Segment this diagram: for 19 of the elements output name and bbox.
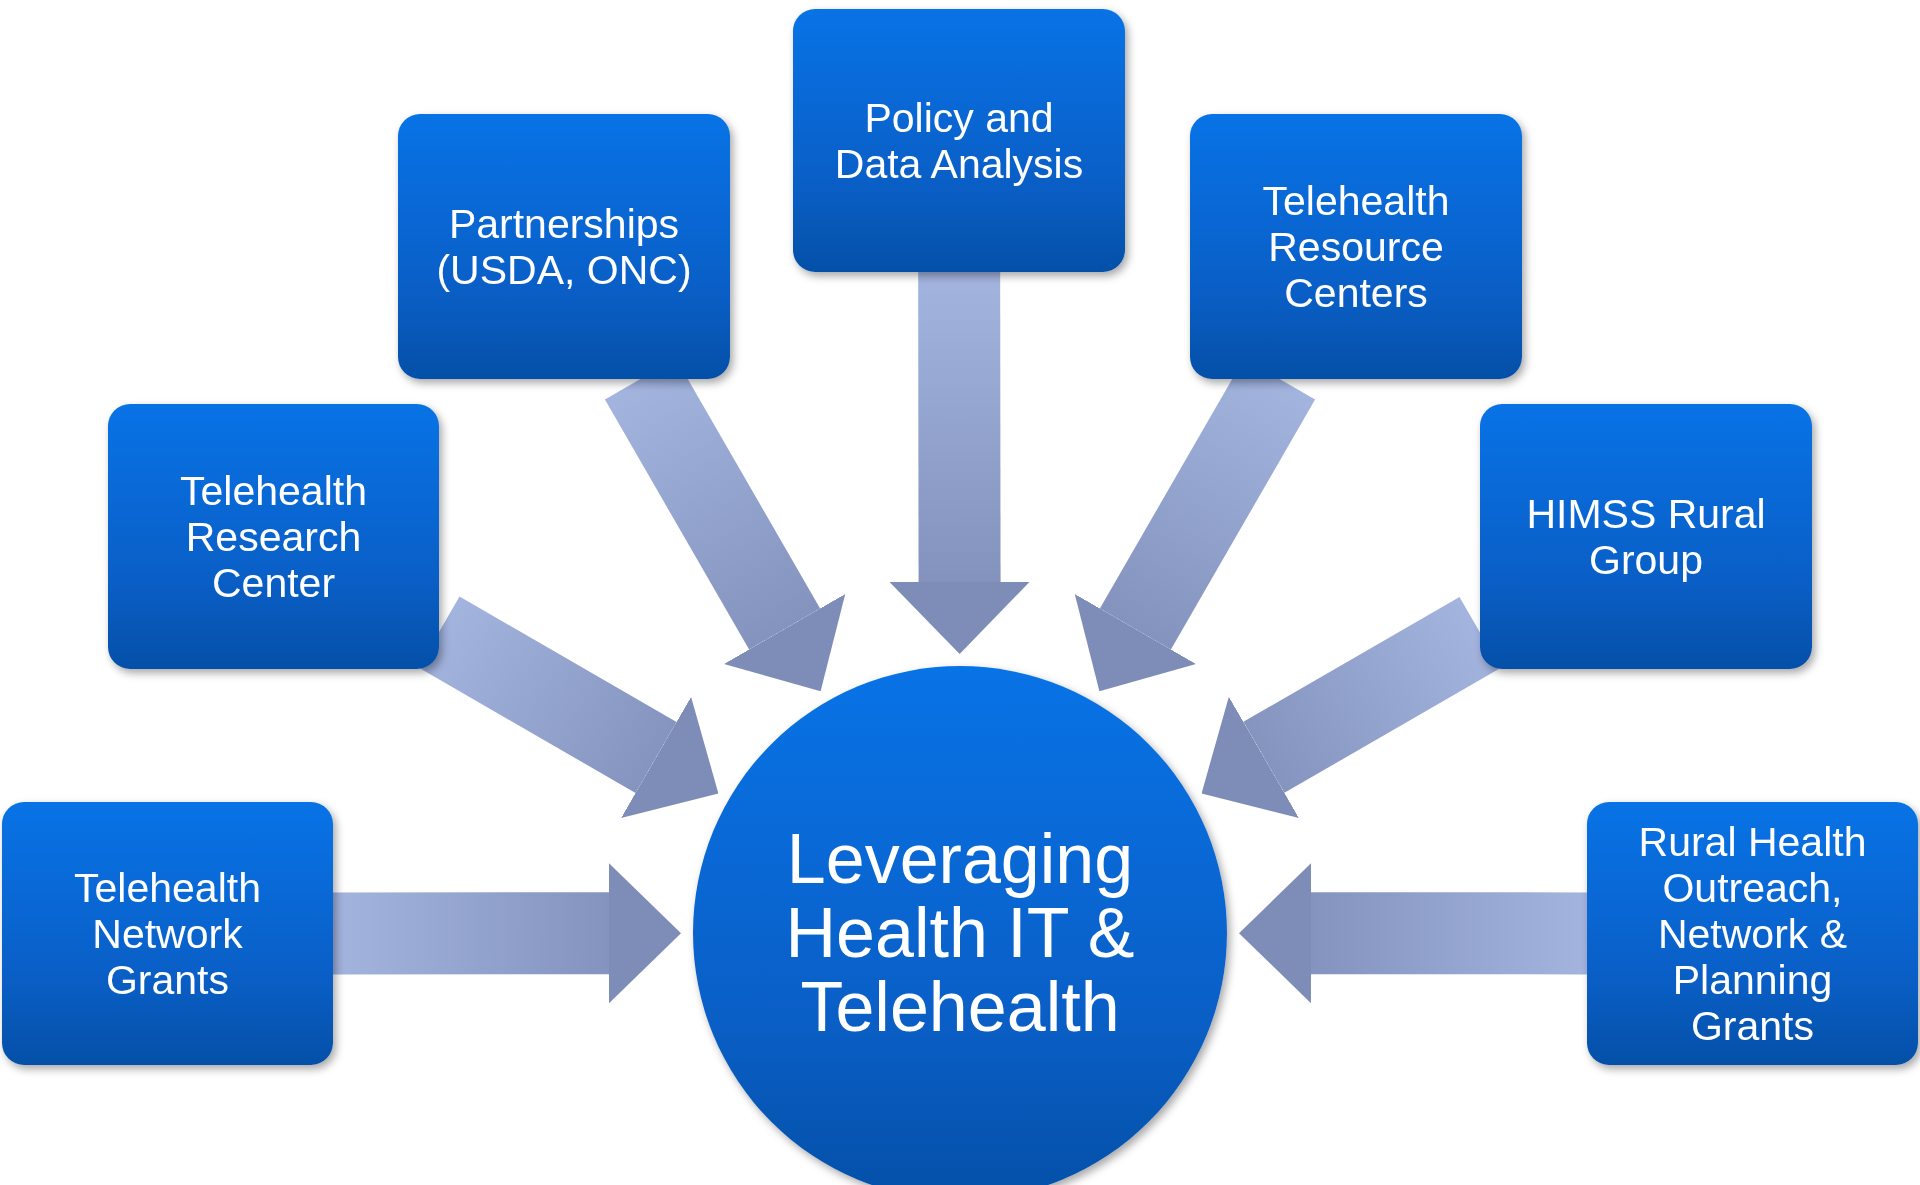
box-label: Partnerships (USDA, ONC) bbox=[435, 200, 693, 293]
block-arrow bbox=[889, 272, 1030, 654]
topic-box bbox=[793, 9, 1125, 272]
box-label: Telehealth Network Grants bbox=[73, 864, 262, 1003]
box-label: Policy and Data Analysis bbox=[833, 94, 1085, 187]
topic-box bbox=[398, 114, 730, 379]
topic-box bbox=[1587, 802, 1918, 1065]
box-label: Telehealth Research Center bbox=[179, 467, 368, 606]
box-label: Rural Health Outreach, Network & Planning Grants bbox=[1637, 818, 1868, 1049]
topic-box bbox=[1190, 114, 1522, 379]
hub-label: Leveraging Health IT & Telehealth bbox=[784, 822, 1136, 1044]
block-arrow bbox=[1201, 596, 1501, 818]
box-label: Telehealth Resource Centers bbox=[1261, 177, 1451, 316]
topic-box bbox=[2, 802, 333, 1065]
topic-box bbox=[108, 404, 439, 669]
box-label: HIMSS Rural Group bbox=[1525, 490, 1767, 583]
block-arrow bbox=[1239, 863, 1588, 1004]
block-arrow bbox=[332, 863, 681, 1004]
topic-box bbox=[1480, 404, 1812, 669]
